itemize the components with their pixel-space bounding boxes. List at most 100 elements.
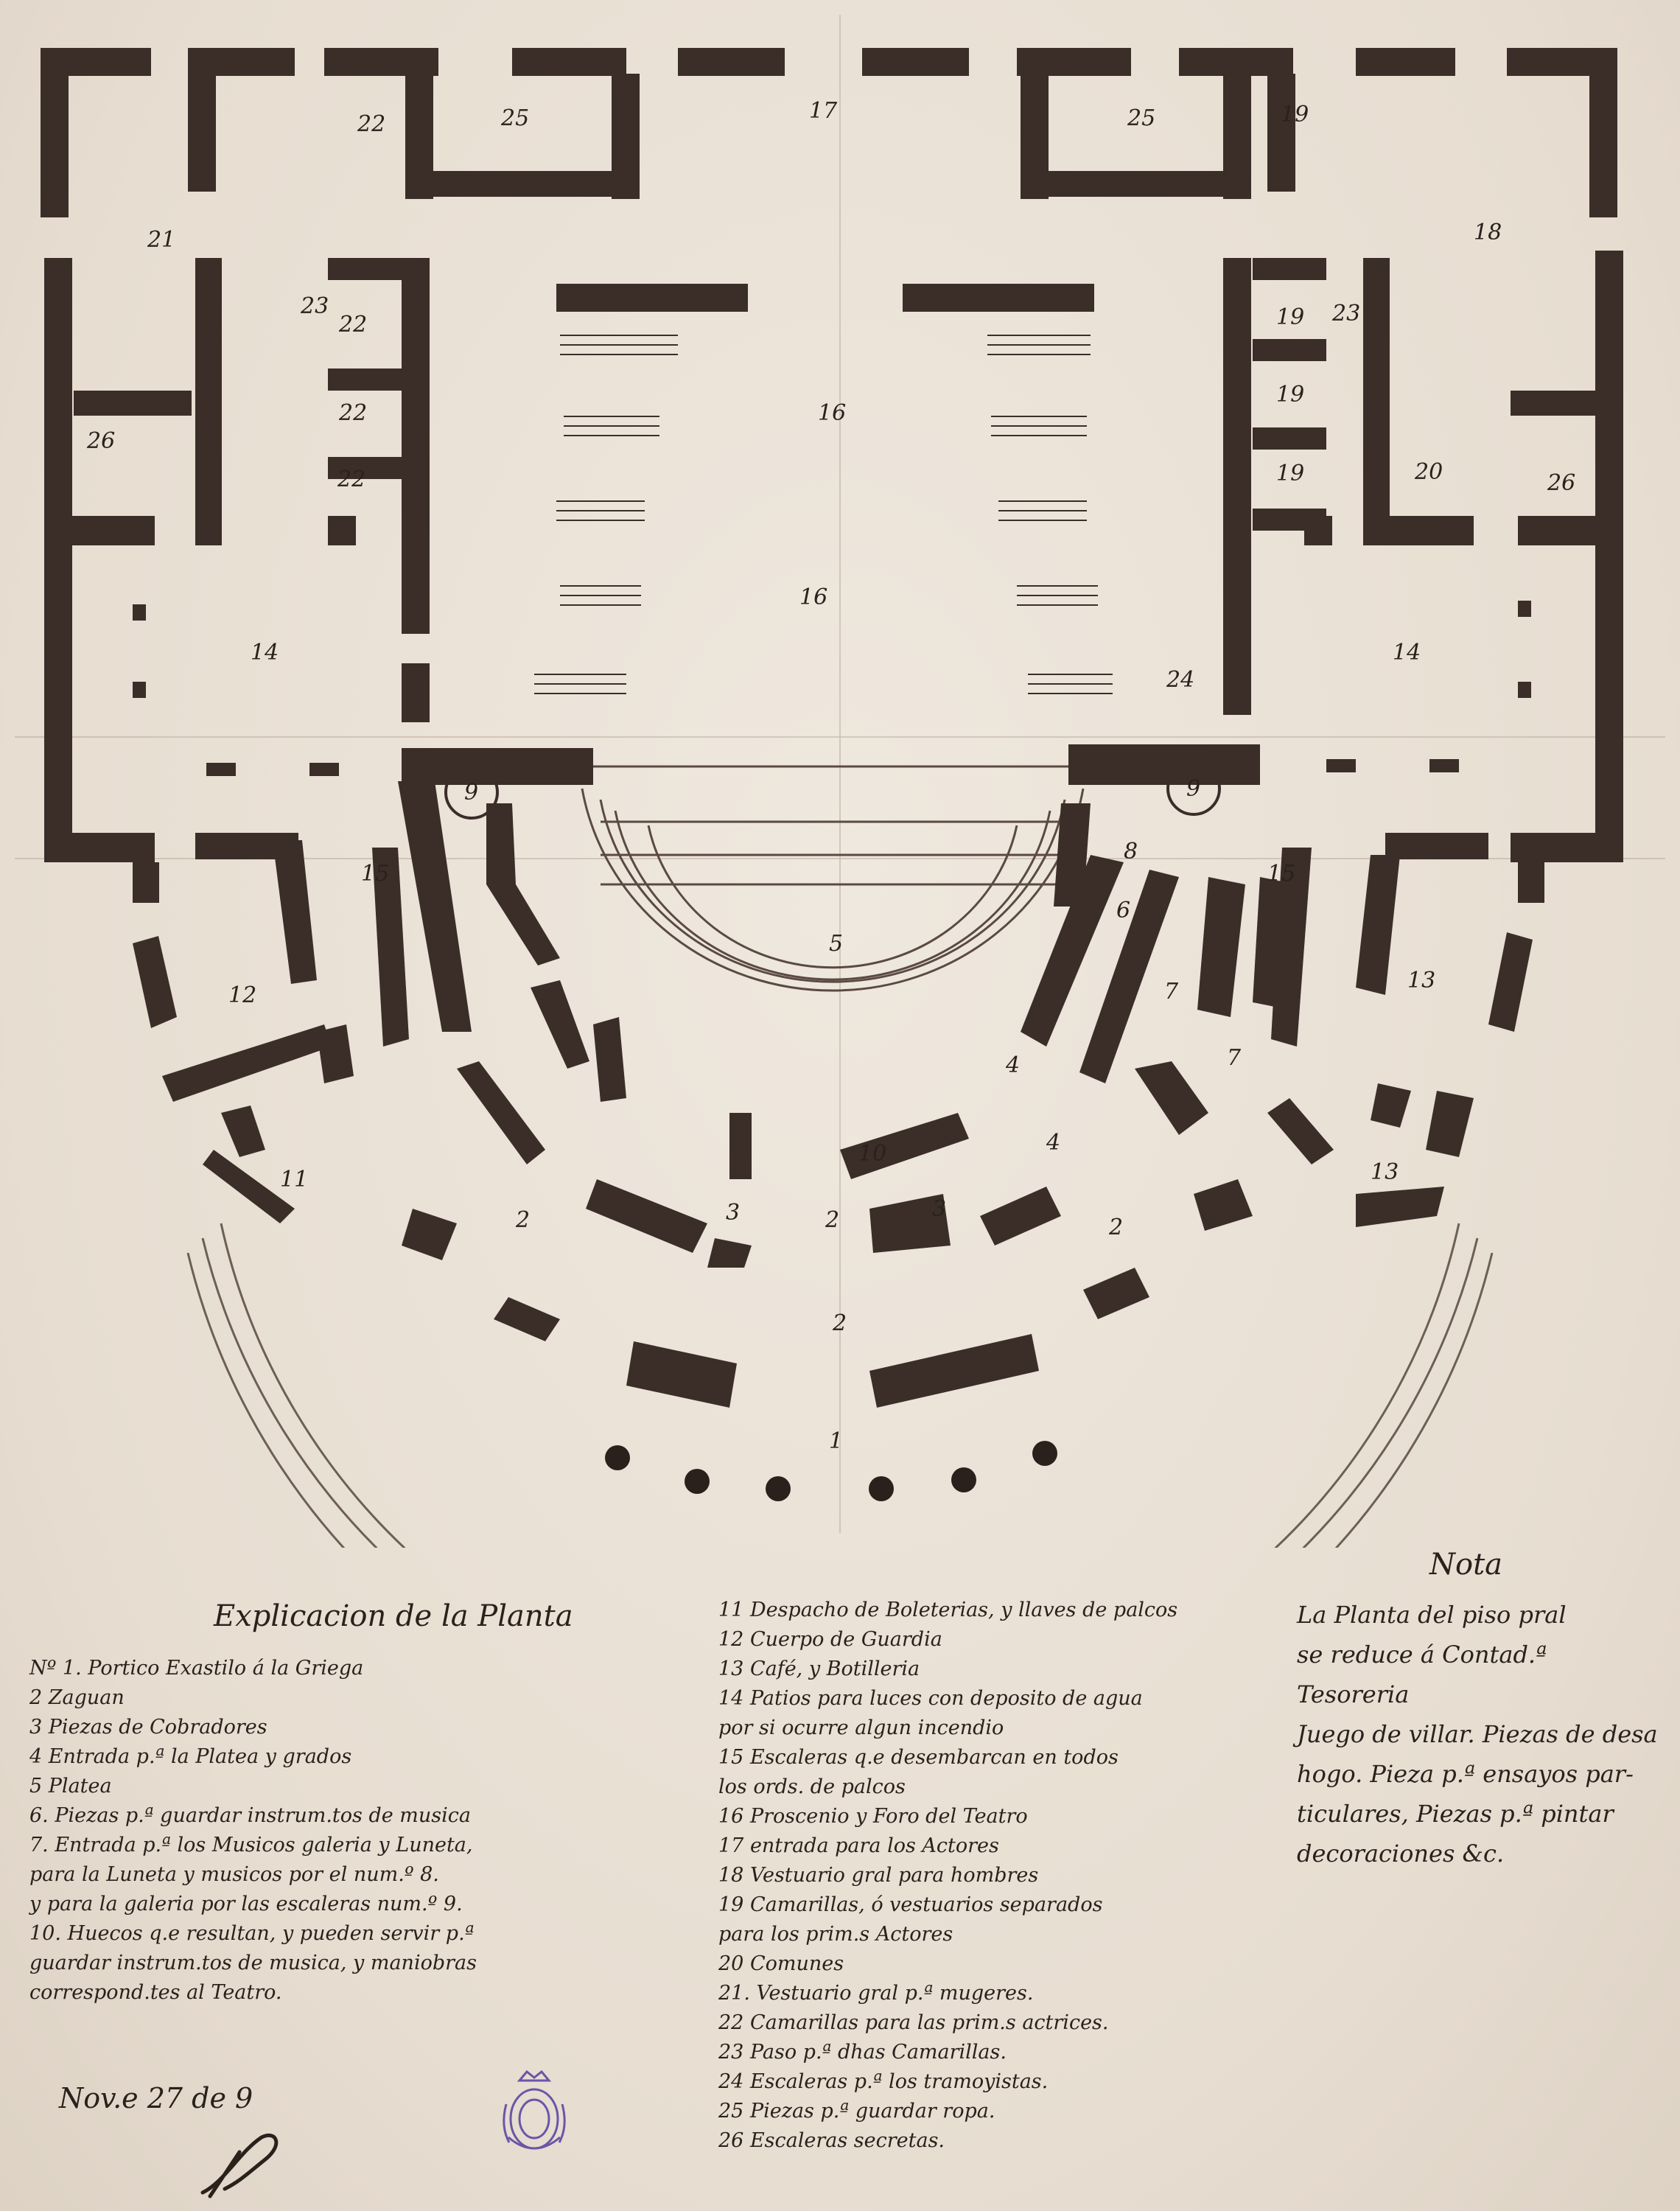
royal-seal-stamp-icon	[503, 2069, 566, 2150]
legend-item: y para la galeria por las escaleras num.…	[29, 1893, 463, 1915]
room-label: 26	[86, 428, 115, 454]
room-label: 25	[1127, 105, 1155, 131]
legend-item: 4 Entrada p.ª la Platea y grados	[29, 1745, 352, 1768]
room-label: 12	[228, 982, 256, 1008]
room-label: 14	[1393, 640, 1421, 666]
room-label: 1	[829, 1428, 843, 1454]
legend-item: guardar instrum.tos de musica, y maniobr…	[29, 1952, 477, 1974]
room-label: 6	[1116, 898, 1130, 923]
room-label: 23	[300, 293, 329, 319]
spiral-stairs	[444, 761, 1221, 820]
stage-markings	[534, 335, 1113, 694]
legend-item: 12 Cuerpo de Guardia	[718, 1628, 942, 1651]
legend-left: Explicacion de la Planta Nº 1. Portico E…	[29, 1599, 671, 2008]
room-label: 23	[1331, 301, 1360, 326]
note-line: decoraciones &c.	[1297, 1840, 1505, 1868]
note-line: La Planta del piso pral	[1297, 1601, 1567, 1629]
note-line: hogo. Pieza p.ª ensayos par-	[1297, 1760, 1634, 1788]
room-label: 11	[280, 1167, 308, 1192]
room-label: 19	[1276, 461, 1304, 486]
room-label: 15	[361, 861, 389, 887]
room-numbers: 1 2 2 2 2 3 3 4 4 5 6 7 7 8 9 9 10 11 12…	[86, 98, 1575, 1454]
legend-item: 15 Escaleras q.e desembarcan en todos	[718, 1746, 1119, 1769]
legend-item: 18 Vestuario gral para hombres	[718, 1864, 1039, 1887]
note-body: La Planta del piso pral se reduce á Conta…	[1297, 1595, 1665, 1873]
room-label: 22	[337, 467, 365, 492]
room-label: 16	[818, 400, 846, 426]
legend-item: 16 Proscenio y Foro del Teatro	[718, 1805, 1028, 1828]
room-label: 13	[1407, 968, 1435, 993]
room-label: 21	[147, 227, 175, 253]
room-label: 18	[1474, 220, 1502, 245]
room-label: 19	[1276, 382, 1304, 408]
legend-item: 26 Escaleras secretas.	[718, 2129, 945, 2152]
room-label: 9	[1186, 776, 1200, 802]
room-label: 8	[1124, 839, 1138, 865]
legend-item: 20 Comunes	[718, 1952, 844, 1975]
room-label: 14	[251, 640, 279, 666]
room-label: 15	[1267, 861, 1295, 887]
legend-item: 5 Platea	[29, 1775, 112, 1798]
room-label: 22	[357, 111, 385, 137]
room-label: 2	[1108, 1215, 1123, 1240]
legend-item: para la Luneta y musicos por el num.º 8.	[29, 1863, 439, 1886]
legend-item: 25 Piezas p.ª guardar ropa.	[718, 2100, 995, 2123]
legend-item: 21. Vestuario gral p.ª mugeres.	[718, 1982, 1034, 2005]
legend-item: 24 Escaleras p.ª los tramoyistas.	[718, 2070, 1049, 2093]
portico-columns	[605, 1441, 1057, 1501]
legend-item: correspond.tes al Teatro.	[29, 1981, 282, 2004]
legend-item: 7. Entrada p.ª los Musicos galeria y Lun…	[29, 1834, 473, 1857]
room-label: 4	[1005, 1052, 1020, 1078]
room-label: 7	[1164, 979, 1179, 1005]
legend-item: Nº 1. Portico Exastilo á la Griega	[29, 1657, 364, 1680]
legend-item: 22 Camarillas para las prim.s actrices.	[718, 2011, 1109, 2034]
room-label: 2	[832, 1310, 847, 1336]
outer-walls	[41, 48, 1623, 903]
room-label: 19	[1281, 102, 1309, 128]
note-line: Juego de villar. Piezas de desa	[1297, 1720, 1658, 1748]
legend-item: 11 Despacho de Boleterias, y llaves de p…	[718, 1599, 1178, 1621]
legend-middle-items: 11 Despacho de Boleterias, y llaves de p…	[718, 1596, 1278, 2156]
auditorium-rows	[581, 765, 1085, 992]
room-label: 5	[829, 931, 843, 957]
construction-lines	[15, 15, 1665, 1533]
room-label: 25	[500, 105, 529, 131]
room-label: 22	[338, 312, 367, 338]
auditorium-walls	[133, 781, 1533, 1408]
room-label: 17	[809, 98, 838, 124]
room-label: 19	[1276, 304, 1304, 330]
theatre-floor-plan: 1 2 2 2 2 3 3 4 4 5 6 7 7 8 9 9 10 11 12…	[15, 15, 1665, 1548]
room-label: 10	[858, 1141, 886, 1167]
legend-item: 6. Piezas p.ª guardar instrum.tos de mus…	[29, 1804, 472, 1827]
legend-item: por si ocurre algun incendio	[718, 1716, 1004, 1739]
room-label: 16	[799, 584, 827, 610]
room-label: 24	[1166, 667, 1194, 693]
room-label: 3	[932, 1196, 946, 1222]
room-label: 22	[338, 400, 367, 426]
room-label: 2	[825, 1207, 839, 1233]
legend-item: 10. Huecos q.e resultan, y pueden servir…	[29, 1922, 475, 1945]
legend-item: 13 Café, y Botilleria	[718, 1658, 920, 1680]
note-block: Nota La Planta del piso pral se reduce á …	[1297, 1548, 1665, 1873]
legend-item: 17 entrada para los Actores	[718, 1834, 999, 1857]
note-title: Nota	[1429, 1548, 1503, 1582]
note-line: se reduce á Contad.ª Tesoreria	[1297, 1641, 1547, 1708]
legend-item: 14 Patios para luces con deposito de agu…	[718, 1687, 1143, 1710]
legend-item: los ords. de palcos	[718, 1775, 906, 1798]
signature-flourish	[200, 2133, 279, 2198]
room-label: 9	[464, 780, 478, 806]
legend-title: Explicacion de la Planta	[214, 1599, 573, 1633]
legend-item: 23 Paso p.ª dhas Camarillas.	[718, 2041, 1007, 2064]
room-label: 13	[1371, 1159, 1399, 1185]
room-label: 4	[1046, 1130, 1060, 1156]
portico-arcs	[186, 1223, 1494, 1548]
room-label: 7	[1227, 1045, 1242, 1071]
date-inscription: Nov.e 27 de 9	[59, 2082, 253, 2114]
note-line: ticulares, Piezas p.ª pintar	[1297, 1800, 1614, 1828]
legend-item: para los prim.s Actores	[718, 1923, 953, 1946]
room-label: 3	[726, 1200, 740, 1226]
legend-item: 19 Camarillas, ó vestuarios separados	[718, 1893, 1103, 1916]
legend-item: 3 Piezas de Cobradores	[29, 1716, 267, 1739]
